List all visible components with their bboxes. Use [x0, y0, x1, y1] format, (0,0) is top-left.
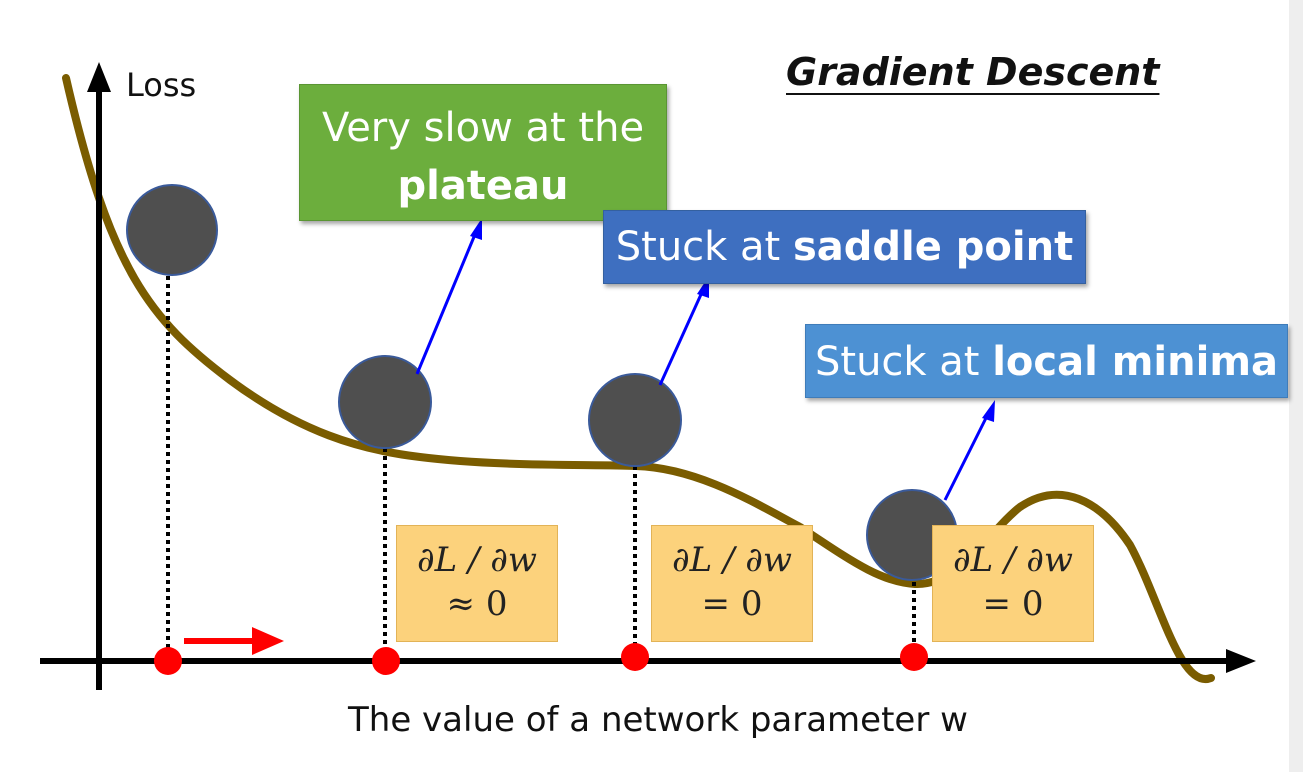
callout-local-text: Stuck at — [815, 339, 993, 385]
marker-1 — [154, 647, 182, 675]
callout-plateau-line1: Very slow at the — [321, 105, 645, 151]
gradient-box-plateau: ∂L / ∂w ≈ 0 — [396, 525, 558, 642]
gradient-formula: ∂L / ∂w — [417, 540, 537, 580]
ball-saddle — [588, 373, 682, 467]
diagram-title: Gradient Descent — [786, 50, 1160, 94]
right-arrow-icon — [184, 627, 284, 655]
loss-curve — [62, 74, 1215, 684]
marker-4 — [900, 643, 928, 671]
y-axis-arrowhead — [87, 62, 111, 92]
callout-local-bold: local minima — [992, 339, 1278, 385]
y-axis-label: Loss — [126, 66, 197, 104]
marker-3 — [621, 643, 649, 671]
callout-saddle-point: Stuck at saddle point — [603, 210, 1086, 284]
callout-local-minima: Stuck at local minima — [805, 324, 1288, 398]
gradient-box-local-minima: ∂L / ∂w = 0 — [932, 525, 1094, 642]
gradient-value: = 0 — [982, 584, 1044, 624]
callout-saddle-bold: saddle point — [792, 224, 1074, 270]
pointer-local-minima — [943, 400, 995, 501]
gradient-value: = 0 — [701, 584, 763, 624]
callout-plateau-bold: plateau — [397, 163, 569, 209]
callout-saddle-text: Stuck at — [615, 224, 793, 270]
marker-2 — [372, 647, 400, 675]
ball-plateau — [338, 355, 432, 449]
gradient-box-saddle: ∂L / ∂w = 0 — [651, 525, 813, 642]
callout-plateau: Very slow at the plateau — [299, 84, 667, 221]
gradient-value: ≈ 0 — [446, 584, 508, 624]
x-axis-arrowhead — [1226, 649, 1256, 673]
pointer-plateau — [415, 218, 482, 375]
x-axis-label: The value of a network parameter w — [348, 700, 968, 740]
ball-start — [126, 184, 218, 276]
gradient-formula: ∂L / ∂w — [953, 540, 1073, 580]
window-edge — [1289, 0, 1303, 772]
gradient-formula: ∂L / ∂w — [672, 540, 792, 580]
pointer-saddle — [658, 276, 709, 386]
